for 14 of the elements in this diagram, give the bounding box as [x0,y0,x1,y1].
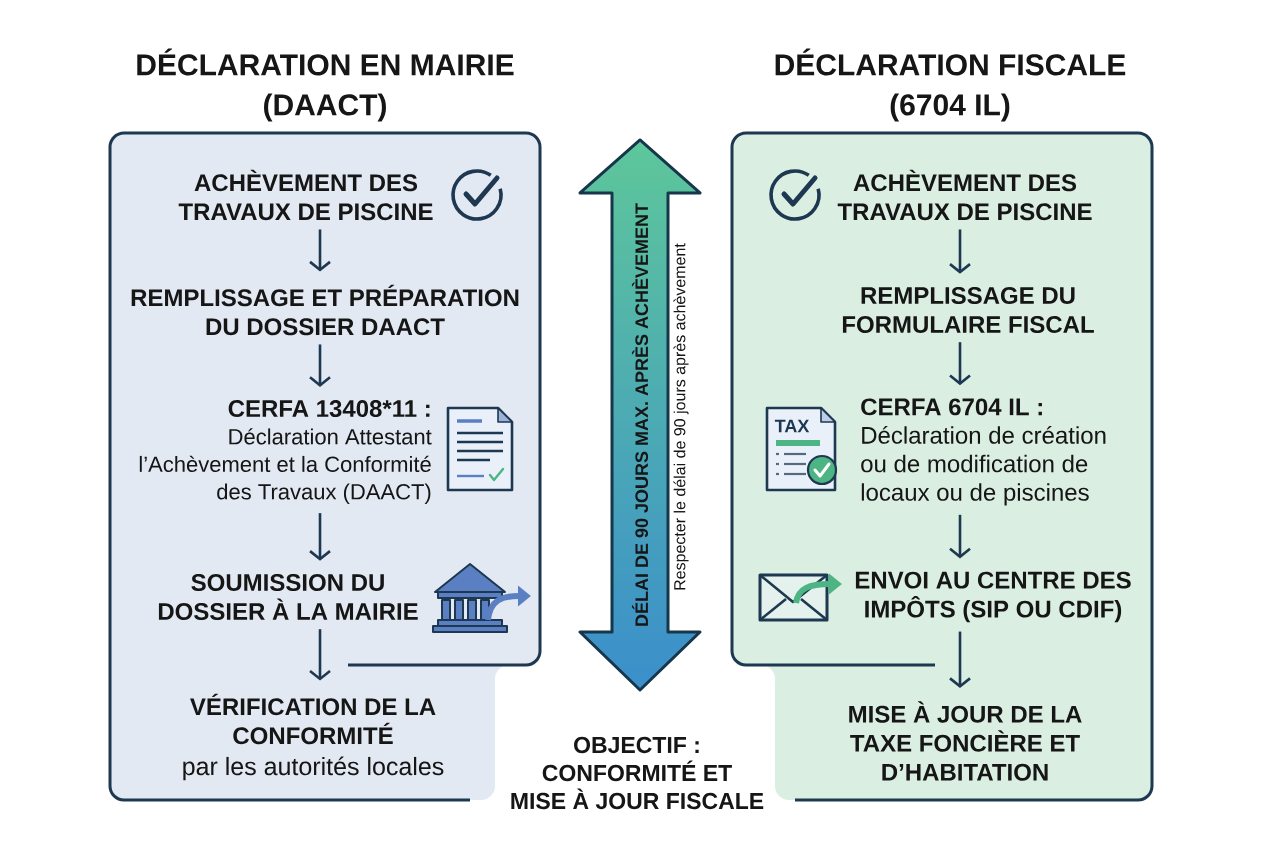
step-text: SOUMISSION DU DOSSIER À LA MAIRIE [158,574,418,620]
step-text: REMPLISSAGE DU FORMULAIRE FISCAL [842,287,1094,333]
form-description: CERFA 13408*11 : Déclaration Attestant l’Achèvement et la Conformité des Travaux (DAACT) [139,400,432,504]
step-text: REMPLISSAGE ET PRÉPARATION DU DOSSIER DAACT [131,284,519,336]
form-description: CERFA 6704 IL : Déclaration de création ou de modification de locaux ou de piscines [861,398,1106,506]
step-text: ACHÈVEMENT DES TRAVAUX DE PISCINE [837,169,1092,221]
panel-heading: DÉCLARATION EN MAIRIE (DAACT) [137,48,514,122]
panel-heading: DÉCLARATION FISCALE (6704 IL) [775,48,1126,122]
step-text: MISE À JOUR DE LA TAXE FONCIÈRE ET D’HABITATION [849,701,1082,781]
step-text: ENVOI AU CENTRE DES IMPÔTS (SIP OU CDIF) [855,571,1131,623]
step-text: ACHÈVEMENT DES TRAVAUX DE PISCINE [178,169,433,221]
step-text: VÉRIFICATION DE LA CONFORMITÉ par les autorités locales [183,693,444,781]
goal-text: OBJECTIF : CONFORMITÉ ET MISE À JOUR FISCALE [511,736,764,810]
side-note: Respecter le délai de 90 jours après achèvement [673,243,689,590]
